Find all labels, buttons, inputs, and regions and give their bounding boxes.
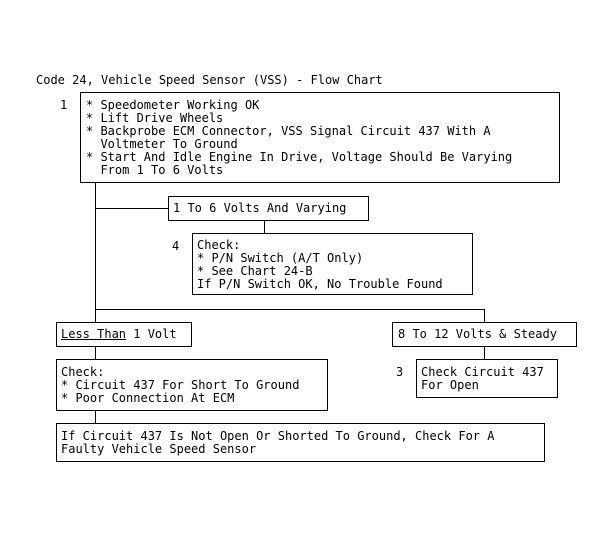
check-short-line: Check: [61, 365, 105, 379]
check-short-box: Check: * Circuit 437 For Short To Ground… [56, 359, 328, 411]
split-right-drop [484, 309, 485, 323]
split-horizontal-connector [95, 309, 485, 310]
varying-to-step4-connector [264, 221, 265, 234]
step-3-line: For Open [421, 378, 479, 392]
steady-to-step3-connector [484, 347, 485, 360]
step-1-line: From 1 To 6 Volts [86, 163, 224, 177]
steady-box: 8 To 12 Volts & Steady [392, 322, 577, 347]
branch-to-varying [95, 208, 169, 209]
step-1-number: 1 [60, 98, 68, 112]
step-4-line: * P/N Switch (A/T Only) [197, 251, 364, 265]
step-4-number: 4 [172, 239, 180, 253]
check-to-final-connector [95, 411, 96, 424]
step-1-line: Voltmeter To Ground [86, 137, 238, 151]
check-short-line: * Circuit 437 For Short To Ground [61, 378, 300, 392]
less-than-rest: 1 Volt [126, 327, 177, 341]
less-than-to-check-connector [95, 347, 96, 360]
step-1-line: * Backprobe ECM Connector, VSS Signal Ci… [86, 124, 491, 138]
steady-label: 8 To 12 Volts & Steady [398, 327, 557, 341]
step-1-line: * Lift Drive Wheels [86, 111, 224, 125]
step-3-box: Check Circuit 437 For Open [416, 359, 558, 398]
step-4-box: Check: * P/N Switch (A/T Only) * See Cha… [192, 233, 473, 295]
final-line: If Circuit 437 Is Not Open Or Shorted To… [61, 429, 495, 443]
step-1-box: * Speedometer Working OK * Lift Drive Wh… [80, 92, 560, 183]
chart-title: Code 24, Vehicle Speed Sensor (VSS) - Fl… [36, 73, 383, 87]
step-1-line: * Start And Idle Engine In Drive, Voltag… [86, 150, 513, 164]
less-than-underlined: Less Than [61, 327, 127, 341]
split-left-drop [95, 309, 96, 323]
step-4-line: If P/N Switch OK, No Trouble Found [197, 277, 443, 291]
check-short-line: * Poor Connection At ECM [61, 391, 235, 405]
less-than-box: Less Than 1 Volt [56, 322, 192, 347]
varying-label: 1 To 6 Volts And Varying [173, 201, 347, 215]
step-3-number: 3 [396, 365, 404, 379]
final-line: Faulty Vehicle Speed Sensor [61, 442, 257, 456]
step-4-line: Check: [197, 238, 241, 252]
step-3-line: Check Circuit 437 [421, 365, 544, 379]
final-box: If Circuit 437 Is Not Open Or Shorted To… [56, 423, 545, 462]
varying-box: 1 To 6 Volts And Varying [168, 196, 369, 221]
step-1-line: * Speedometer Working OK [86, 98, 260, 112]
main-vertical-connector [95, 183, 96, 310]
step-4-line: * See Chart 24-B [197, 264, 313, 278]
